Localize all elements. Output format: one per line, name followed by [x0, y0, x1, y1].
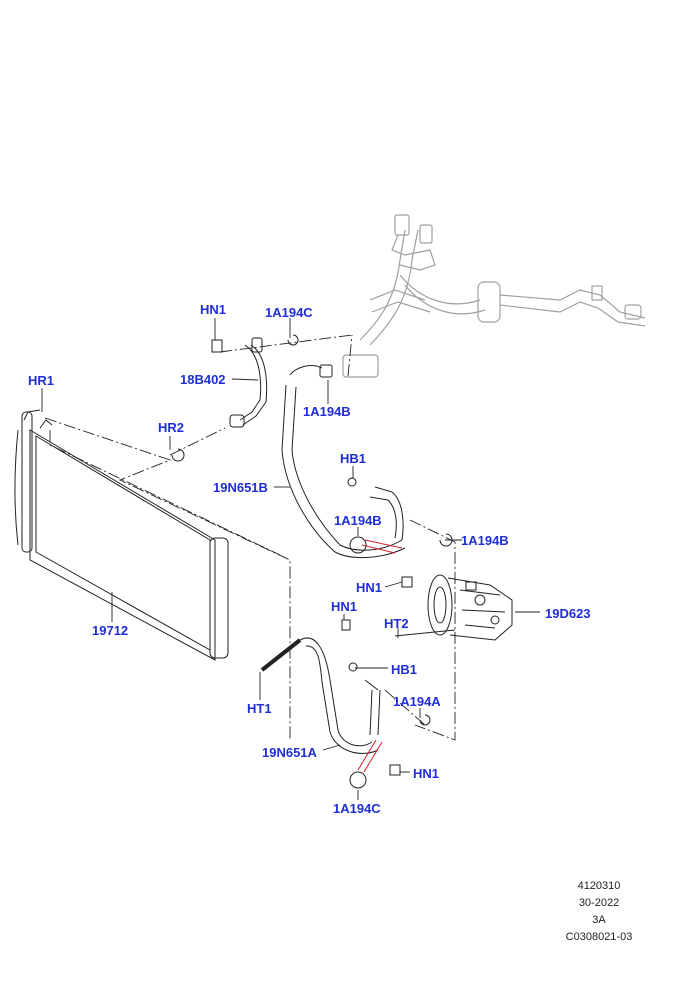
callout-hr2: HR2 [158, 420, 185, 435]
callout-hr1: HR1 [28, 373, 55, 388]
hose-lines [229, 344, 406, 754]
nut-icon [401, 576, 413, 588]
diagram-id: 4120310 [577, 880, 621, 892]
callout-hn1-low: HN1 [331, 599, 358, 614]
diagram-reference-block: 4120310 30-2022 3A C0308021-03 [540, 878, 658, 946]
seal-markers [357, 539, 403, 773]
clip-icon [171, 448, 185, 462]
bolt-icon [394, 629, 456, 637]
callout-19n651b: 19N651B [213, 480, 268, 495]
callout-1a194b-upper: 1A194B [303, 404, 351, 419]
fittings [171, 334, 456, 789]
callout-1a194a: 1A194A [393, 694, 441, 709]
clip-icon [419, 714, 431, 726]
callout-hb1-low: HB1 [391, 662, 418, 677]
callout-19d623: 19D623 [545, 606, 591, 621]
clip-icon [439, 533, 453, 547]
callout-19n651a: 19N651A [262, 745, 317, 760]
clip-icon [287, 334, 299, 346]
diagram-code: C0308021-03 [565, 931, 633, 943]
o-ring-icon [349, 536, 367, 554]
callout-ht2: HT2 [384, 616, 409, 631]
bolt-icon [348, 662, 358, 672]
callout-hn1-mid: HN1 [356, 580, 383, 595]
diagram-date: 30-2022 [578, 897, 620, 909]
o-ring-icon [349, 771, 367, 789]
nut-icon [341, 619, 351, 631]
callout-hn1-bottom: HN1 [413, 766, 440, 781]
engine-pipework-background [342, 214, 646, 378]
callout-1a194b-mid: 1A194B [334, 513, 382, 528]
callout-hn1-top: HN1 [200, 302, 227, 317]
nut-icon [389, 764, 401, 776]
bolt-icon [260, 638, 302, 672]
condenser-19712 [14, 409, 229, 661]
diagram-revision: 3A [592, 914, 606, 926]
nut-icon [211, 339, 223, 353]
compressor-19d623 [427, 574, 513, 641]
assembly-leader-lines [44, 334, 456, 741]
callout-18b402: 18B402 [180, 372, 226, 387]
callout-1a194c-top: 1A194C [265, 305, 313, 320]
callout-1a194b-right: 1A194B [461, 533, 509, 548]
callout-leaders [41, 318, 540, 800]
bolt-icon [347, 477, 357, 487]
callout-ht1: HT1 [247, 701, 272, 716]
callout-1a194c-bottom: 1A194C [333, 801, 381, 816]
callout-hb1-upper: HB1 [340, 451, 367, 466]
callout-19712: 19712 [92, 623, 129, 638]
